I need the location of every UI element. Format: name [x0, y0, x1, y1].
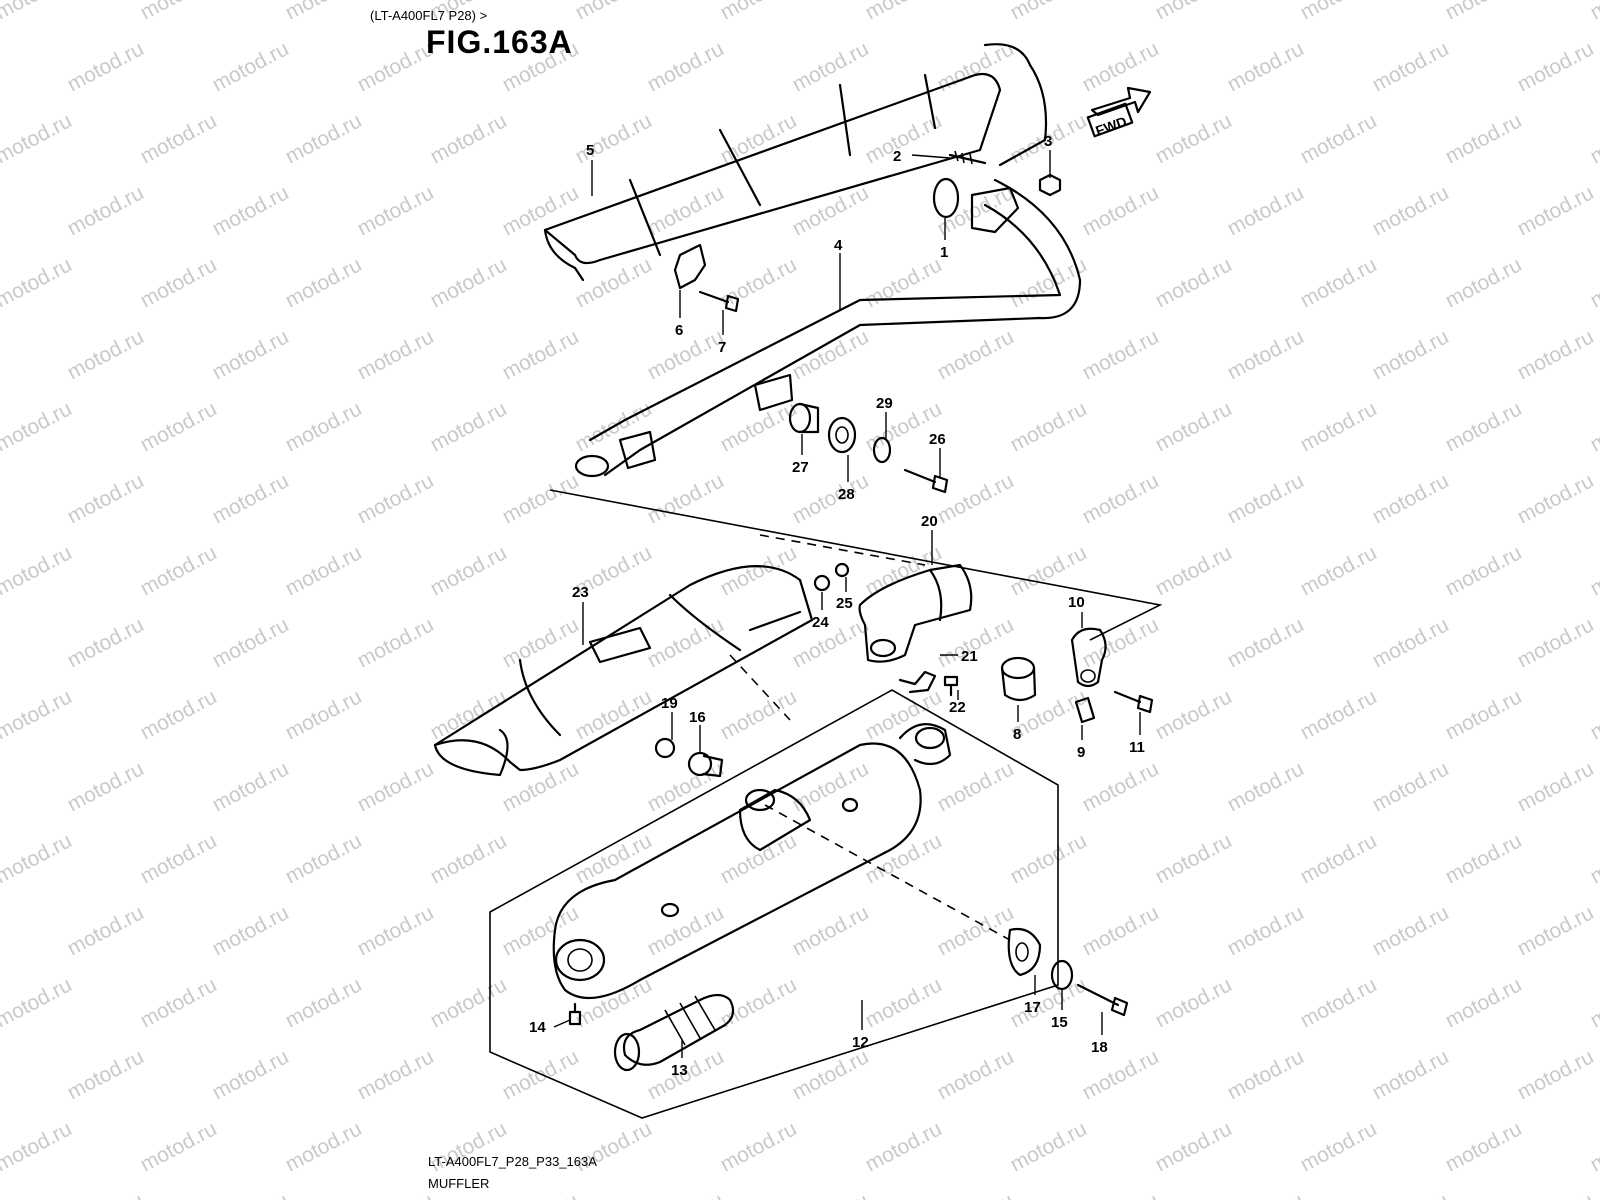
callout-7: 7	[718, 339, 726, 356]
callout-3: 3	[1044, 133, 1052, 150]
callout-29: 29	[876, 395, 893, 412]
part-17-grommet	[1007, 927, 1042, 977]
callout-26: 26	[929, 431, 946, 448]
part-25-washer	[834, 562, 850, 578]
part-10-clamp	[1070, 627, 1107, 688]
diagram-code: LT-A400FL7_P28_P33_163A	[428, 1154, 597, 1169]
model-reference: (LT-A400FL7 P28) >	[370, 8, 488, 23]
diagram-name: MUFFLER	[428, 1176, 490, 1191]
part-22-screw	[943, 675, 959, 697]
callout-14: 14	[529, 1019, 546, 1036]
alignment-line-pipe	[759, 534, 926, 566]
part-13-spark-arrester	[613, 993, 735, 1072]
callout-10: 10	[1068, 594, 1085, 611]
callout-25: 25	[836, 595, 853, 612]
callout-19: 19	[661, 695, 678, 712]
callout-6: 6	[675, 322, 683, 339]
part-9-spacer	[1074, 696, 1096, 724]
part-29-washer	[872, 436, 892, 464]
part-18-bolt	[1076, 983, 1129, 1017]
part-8-sleeve	[1000, 656, 1037, 702]
callout-8: 8	[1013, 726, 1021, 743]
callout-20: 20	[921, 513, 938, 530]
part-14-screw	[568, 1002, 582, 1026]
part-1-gasket	[932, 177, 960, 219]
callout-18: 18	[1091, 1039, 1108, 1056]
part-7-bolt	[698, 290, 740, 313]
callout-27: 27	[792, 459, 809, 476]
callout-17: 17	[1024, 999, 1041, 1016]
callout-15: 15	[1051, 1014, 1068, 1031]
forward-label: FWD	[1093, 113, 1128, 139]
callout-13: 13	[671, 1062, 688, 1079]
figure-title: FIG.163A	[426, 24, 573, 60]
part-5-pipe-heat-shield	[543, 72, 1002, 282]
part-24-nut	[813, 574, 831, 592]
callout-22: 22	[949, 699, 966, 716]
callout-16: 16	[689, 709, 706, 726]
part-23-muffler-heat-shield	[433, 565, 814, 777]
callout-1: 1	[940, 244, 948, 261]
part-26-bolt	[903, 468, 949, 494]
part-11-bolt	[1113, 690, 1154, 714]
part-20-connector-pipe	[858, 563, 973, 663]
callout-24: 24	[812, 614, 829, 631]
part-21-bracket	[898, 670, 937, 694]
part-2-stud	[948, 150, 987, 165]
forward-arrow-icon: FWD	[1086, 86, 1152, 139]
part-15-washer	[1050, 959, 1074, 991]
callout-23: 23	[572, 584, 589, 601]
callout-12: 12	[852, 1034, 869, 1051]
part-27-bushing	[788, 402, 820, 434]
part-12-assembly-box	[489, 689, 1059, 1119]
assembly-outline	[549, 489, 1163, 641]
alignment-line-shield	[729, 654, 791, 721]
pipe-flange	[970, 186, 1020, 234]
part-16-bushing	[687, 751, 724, 778]
callout-21: 21	[961, 648, 978, 665]
part-12-muffler	[552, 722, 952, 1000]
callout-labels: 1 2 3 4 5 6 7 8 9 10 11 12 13 14 15 16 1…	[529, 133, 1145, 1079]
part-28-grommet	[827, 416, 857, 454]
callout-4: 4	[834, 237, 843, 254]
part-19-nut	[654, 737, 676, 759]
callout-leaders	[553, 150, 1141, 1058]
callout-9: 9	[1077, 744, 1085, 761]
part-4-exhaust-pipe	[574, 43, 1082, 478]
callout-28: 28	[838, 486, 855, 503]
callout-11: 11	[1129, 739, 1145, 756]
callout-2: 2	[893, 148, 901, 165]
callout-5: 5	[586, 142, 594, 159]
part-6-clamp-plate	[673, 243, 707, 290]
